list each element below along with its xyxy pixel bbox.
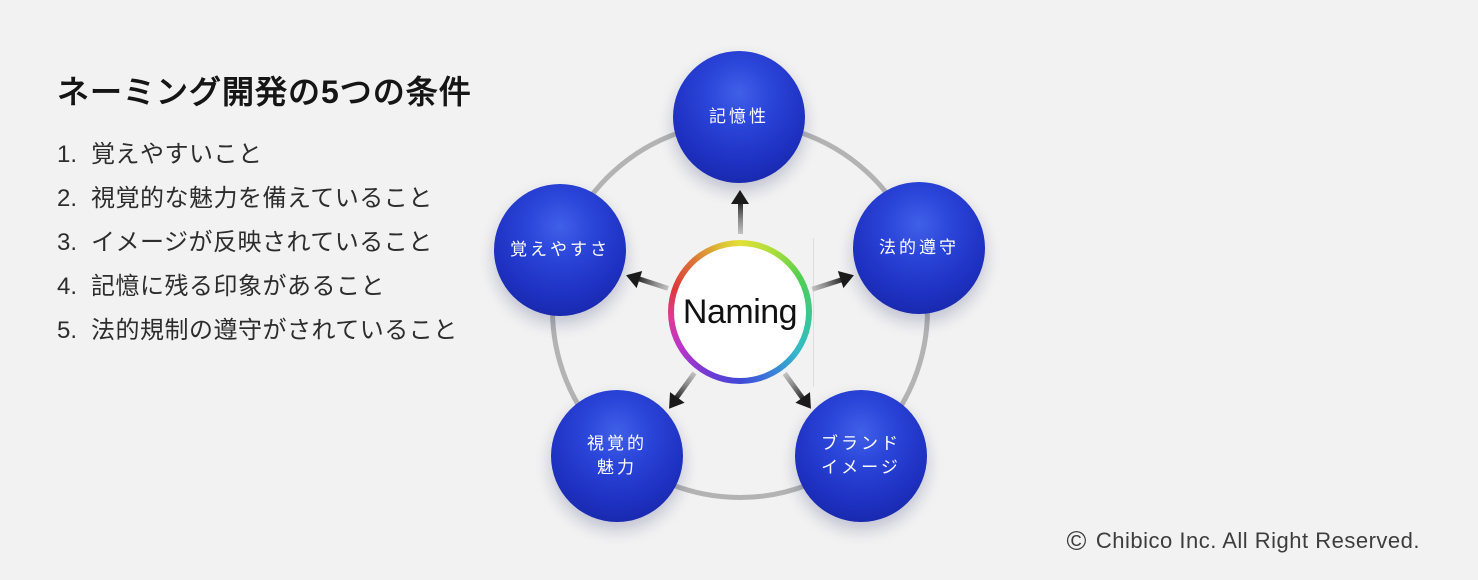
node-label-line2: イメージ <box>821 458 901 477</box>
arrow-shaft <box>811 276 843 292</box>
list-item: 5. 法的規制の遵守がされていること <box>57 309 458 353</box>
hub-rainbow-ring: Naming <box>668 240 812 384</box>
node-memorability: 記憶性 <box>673 51 805 183</box>
node-visual-appeal: 視覚的 魅力 <box>551 390 683 522</box>
node-label-line1: 視覚的 <box>587 434 647 453</box>
list-item-text: 法的規制の遵守がされていること <box>91 317 458 344</box>
faint-vertical-line <box>813 238 814 387</box>
list-item-text: 視覚的な魅力を備えていること <box>91 185 433 212</box>
arrow-shaft <box>637 276 669 292</box>
node-legal-compliance: 法的遵守 <box>853 182 985 314</box>
node-easy-to-remember: 覚えやすさ <box>494 184 626 316</box>
copyright-notice: © Chibico Inc. All Right Reserved. <box>1066 526 1420 556</box>
copyright-text: Chibico Inc. All Right Reserved. <box>1095 528 1420 553</box>
list-item: 2. 視覚的な魅力を備えていること <box>57 177 458 221</box>
node-label-line1: ブランド <box>821 434 901 453</box>
node-label: 法的遵守 <box>879 238 959 257</box>
list-item-number: 4. <box>57 273 78 300</box>
list-item-text: 記憶に残る印象があること <box>91 273 385 300</box>
node-label: 記憶性 <box>709 107 769 126</box>
arrow-head <box>731 190 749 204</box>
node-brand-image: ブランド イメージ <box>795 390 927 522</box>
page-title: ネーミング開発の5つの条件 <box>57 74 472 111</box>
node-label: 覚えやすさ <box>510 240 610 259</box>
arrow-shaft <box>737 203 743 234</box>
list-item-number: 5. <box>57 317 78 344</box>
conditions-list: 1. 覚えやすいこと 2. 視覚的な魅力を備えていること 3. イメージが反映さ… <box>57 133 458 353</box>
arrow-up-icon <box>731 190 749 234</box>
list-item: 1. 覚えやすいこと <box>57 133 458 177</box>
list-item: 3. イメージが反映されていること <box>57 221 458 265</box>
list-item-number: 1. <box>57 141 78 168</box>
copyright-icon: © <box>1066 526 1087 556</box>
list-item-text: 覚えやすいこと <box>91 141 263 168</box>
list-item-number: 2. <box>57 185 78 212</box>
node-label-line2: 魅力 <box>597 458 637 477</box>
list-item-number: 3. <box>57 229 78 256</box>
hub-label: Naming <box>682 292 798 331</box>
list-item-text: イメージが反映されていること <box>91 229 433 256</box>
list-item: 4. 記憶に残る印象があること <box>57 265 458 309</box>
hub-circle: Naming <box>674 246 806 378</box>
